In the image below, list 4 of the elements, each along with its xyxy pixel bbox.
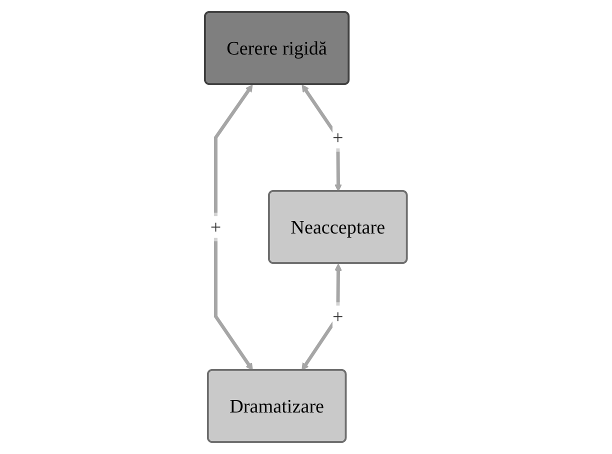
edge-label: + [332,306,344,328]
edge-label: + [210,216,222,238]
edge-label: + [332,126,344,148]
arrow [214,84,254,371]
